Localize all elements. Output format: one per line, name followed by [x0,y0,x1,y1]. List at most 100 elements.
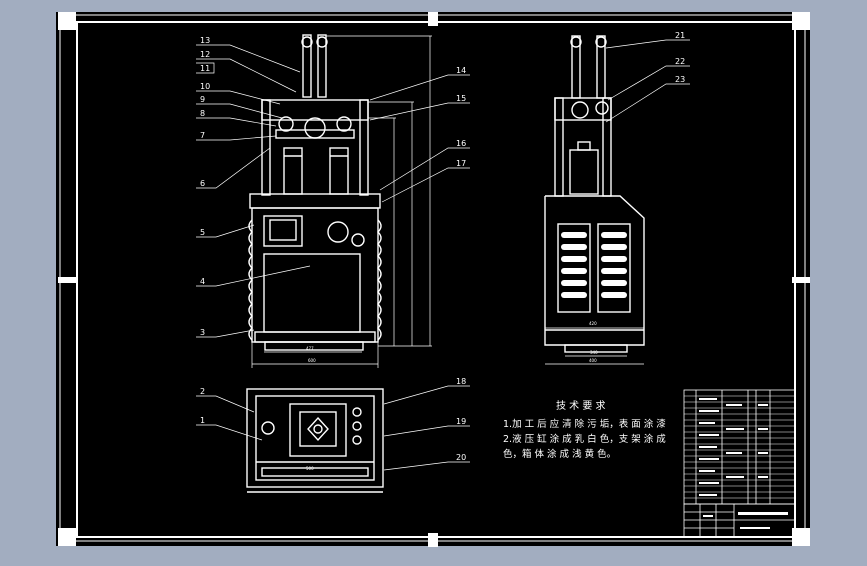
slat [561,256,587,262]
leader-17 [381,167,470,203]
balloon-14: 14 [456,66,466,75]
leader-18 [383,385,470,405]
balloon-15: 15 [456,94,466,103]
top-bolt-1 [352,407,362,417]
balloon-16: 16 [456,139,466,148]
top-hopper-inner [299,411,337,447]
leader-7 [196,135,277,141]
top-center-diamond [307,416,329,442]
dim-label-front-outer: 600 [308,358,316,363]
dim-label-front-inner: 477 [306,346,314,351]
balloon-6: 6 [200,179,205,188]
balloon-4: 4 [200,277,205,286]
leader-3 [196,329,255,338]
balloon-13: 13 [200,36,210,45]
slat [601,292,627,298]
front-hopper-inner [269,219,297,241]
parts-entry [699,434,719,436]
top-center-hole [313,424,323,434]
parts-entry [699,398,717,400]
title-block [683,503,796,538]
front-spring-left [248,219,253,341]
parts-list-rows [684,395,795,499]
top-view [246,388,384,493]
parts-entry [699,446,717,448]
top-leader-lines [196,385,470,471]
parts-entry [699,410,719,412]
front-rod-right [317,34,327,98]
leader-15 [369,102,470,121]
parts-entry [726,452,742,454]
parts-entry [726,428,744,430]
slat [601,256,627,262]
front-wheel-left [278,116,294,132]
top-base-bar [261,467,369,477]
balloon-numbers: 13 12 11 10 9 8 7 6 5 4 3 2 1 14 15 16 1… [200,31,685,462]
title-block-frame [683,503,796,538]
front-pulley [351,233,365,247]
dim-label-side-outer: 400 [589,358,597,363]
balloon-3: 3 [200,328,205,337]
center-mark-right [792,277,810,283]
front-crosshead [275,129,355,139]
front-rod-cap-left [301,36,313,48]
slat [561,280,587,286]
corner-mark-tl [58,12,76,30]
side-dimension-lines [545,39,690,365]
dim-label-top: 500 [306,466,314,471]
slat [561,268,587,274]
leader-11-box [196,62,215,74]
leader-23 [605,83,690,123]
leader-20 [383,461,470,471]
front-view [248,34,382,351]
slat [561,232,587,238]
tech-req-line-3: 色，箱 体 涂 成 浅 黄 色。 [503,448,616,460]
front-leader-lines [196,44,470,338]
balloon-23: 23 [675,75,685,84]
front-base-foot [264,341,364,351]
balloon-12: 12 [200,50,210,59]
top-bolt-2 [352,421,362,431]
leader-16 [379,147,470,191]
sheet-background [56,12,810,546]
leader-19 [383,425,470,437]
top-outer-frame [246,388,384,488]
side-box-body [544,195,645,346]
center-mark-bottom [428,533,438,547]
center-mark-left [58,277,78,283]
front-rod-cap-right [316,36,328,48]
parts-entry [758,452,768,454]
top-dim-labels: 500 [306,466,314,471]
front-hopper [263,215,303,247]
top-motor [261,421,275,435]
side-wheel-2 [595,101,609,115]
corner-mark-tr [792,12,810,30]
balloon-22: 22 [675,57,685,66]
side-rod-cap-left [570,36,582,48]
tech-req-title: 技 术 要 求 [556,399,606,412]
leader-14 [369,74,470,101]
balloon-1: 1 [200,416,205,425]
parts-entry [758,476,768,478]
side-base-foot [564,344,628,353]
slat [601,244,627,250]
front-wheel-right [336,116,352,132]
side-view [544,35,645,353]
top-hopper [289,403,347,457]
leader-8 [196,117,277,127]
leader-5 [196,224,255,238]
balloon-9: 9 [200,95,205,104]
leader-9 [196,103,283,119]
parts-entry [699,494,717,496]
balloon-10: 10 [200,82,210,91]
parts-entry [699,470,715,472]
parts-list-table [683,389,796,505]
dim-label-side-inner: 420 [589,321,597,326]
side-screen-left [557,223,591,313]
leader-22 [607,65,690,101]
front-column-right [359,99,369,196]
leader-21 [605,39,690,49]
tech-requirements: 技 术 要 求 1.加 工 后 应 清 除 污 垢，表 面 涂 漆 2.液 压 … [503,399,666,460]
side-dim-labels: 420 340 400 [589,321,598,363]
